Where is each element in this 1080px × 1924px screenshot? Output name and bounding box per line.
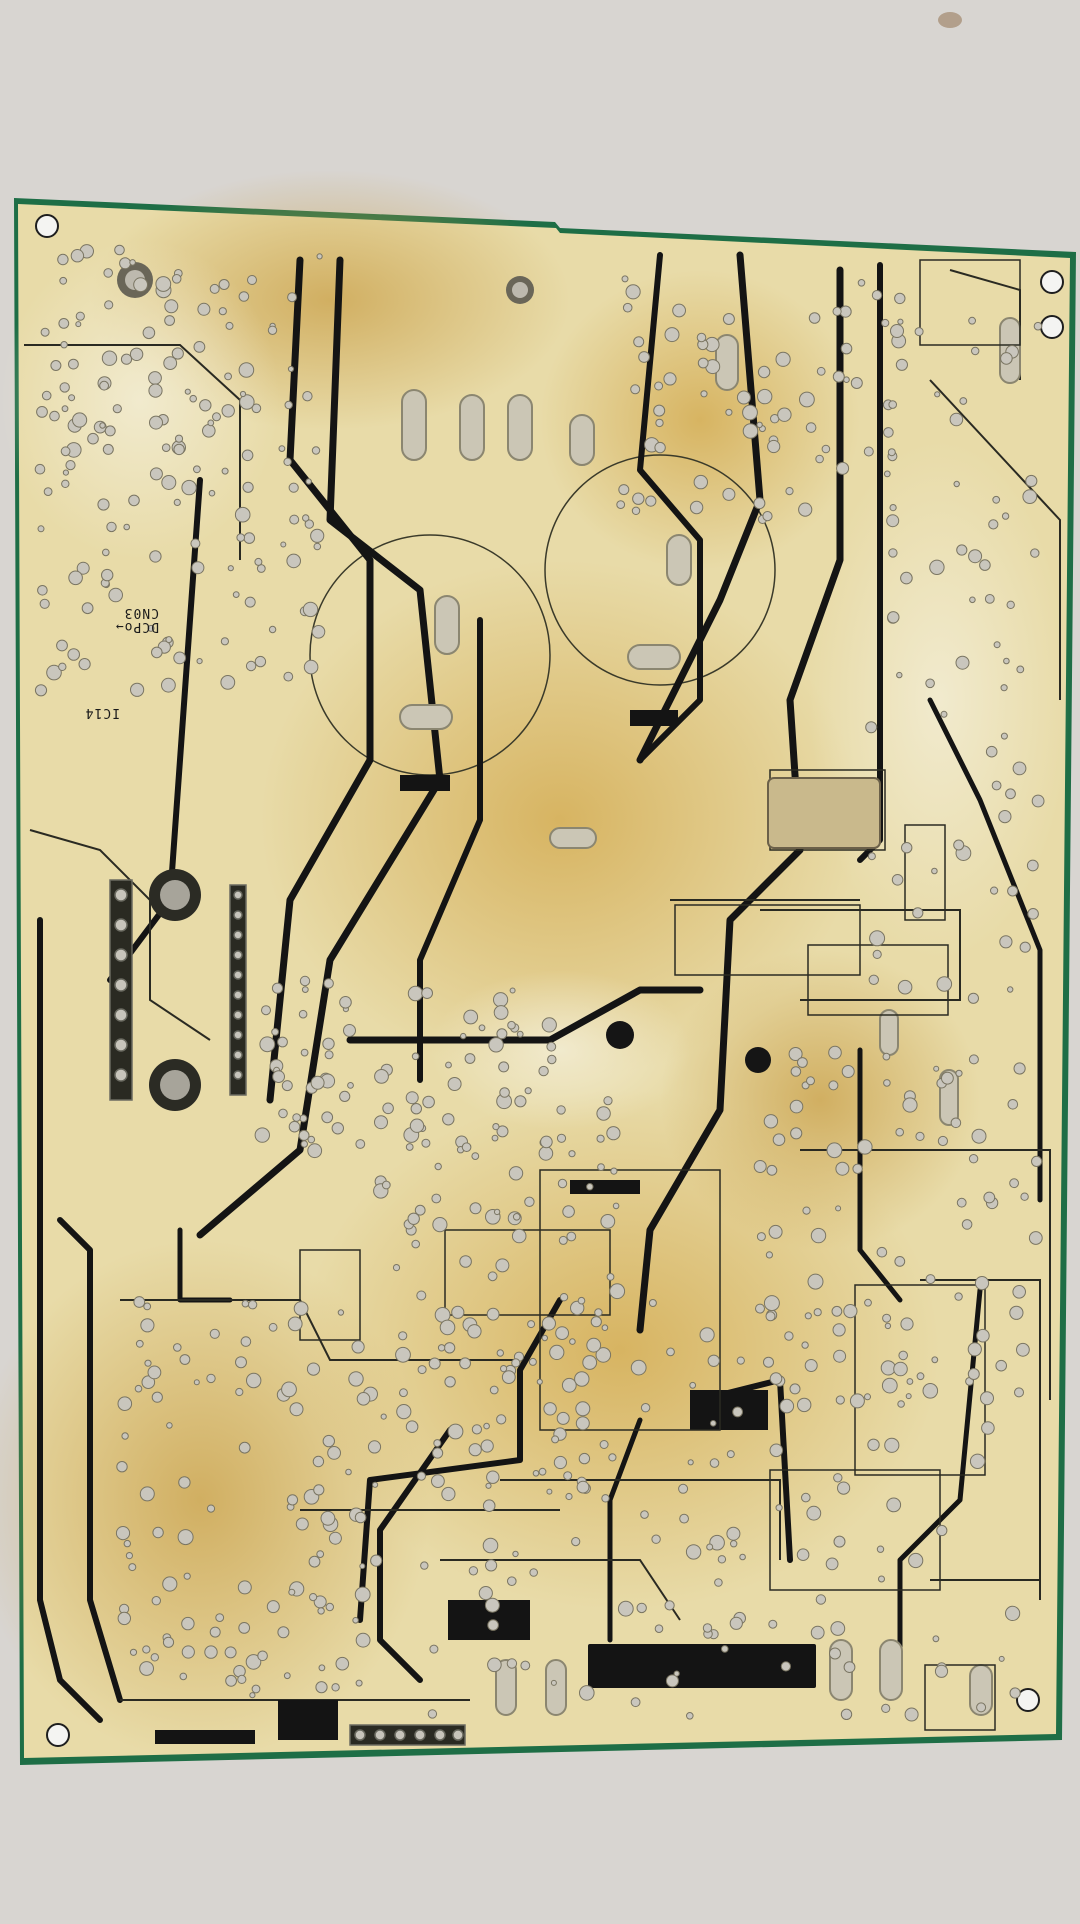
transformer-pad: [767, 777, 881, 849]
mounting-screws: [117, 262, 534, 1111]
header-pins: [109, 879, 466, 1746]
table-spot: [938, 12, 962, 28]
board-holes: [606, 1021, 771, 1073]
mounting-holes: [35, 214, 1064, 1747]
silkscreen-connector-label: DCPo→ CN03: [114, 605, 159, 634]
silkscreen-ic-label: IC14: [84, 705, 120, 720]
solder-pads: [34, 244, 1045, 1722]
black-pads: [155, 710, 816, 1744]
